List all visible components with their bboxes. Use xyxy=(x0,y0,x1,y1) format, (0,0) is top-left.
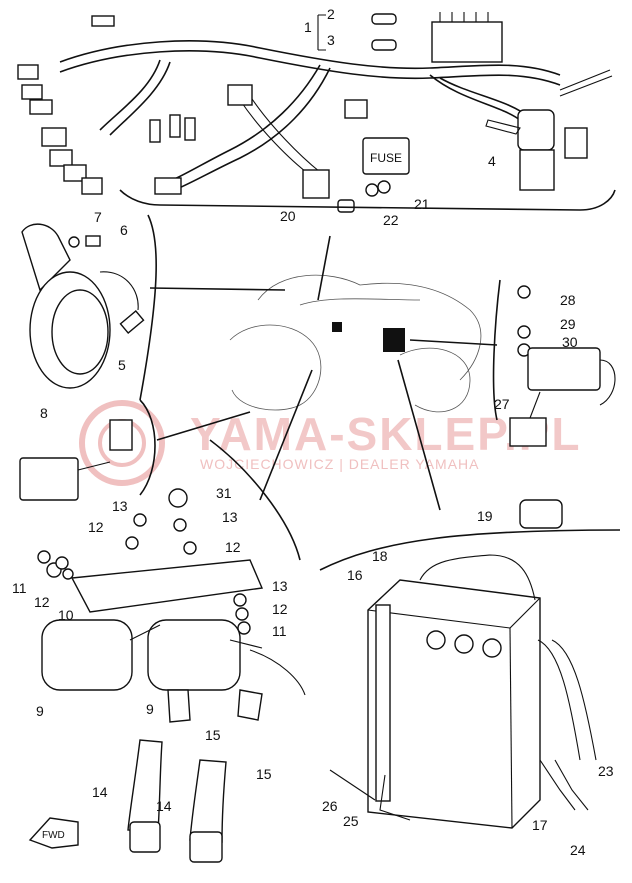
label-12c: 12 xyxy=(34,594,50,610)
label-31: 31 xyxy=(216,485,232,501)
label-10: 10 xyxy=(58,607,74,623)
part-labels: 1 2 3 4 20 22 21 7 6 5 28 29 30 27 8 31 … xyxy=(12,6,614,858)
label-12d: 12 xyxy=(272,601,288,617)
label-15b: 15 xyxy=(256,766,272,782)
harness-location-mark xyxy=(383,328,405,352)
horn xyxy=(21,223,145,389)
label-8: 8 xyxy=(40,405,48,421)
label-13a: 13 xyxy=(112,498,128,514)
label-1: 1 xyxy=(304,19,312,35)
label-7: 7 xyxy=(94,209,102,225)
forward-arrow: FWD xyxy=(28,817,79,849)
relay-part-8 xyxy=(19,419,133,501)
label-30: 30 xyxy=(562,334,578,350)
label-4: 4 xyxy=(488,153,496,169)
ignition-coils xyxy=(37,488,306,863)
label-19: 19 xyxy=(477,508,493,524)
motorcycle-outline xyxy=(229,274,482,413)
callout-lines xyxy=(119,189,621,571)
label-9b: 9 xyxy=(146,701,154,717)
label-21: 21 xyxy=(414,196,430,212)
label-13b: 13 xyxy=(222,509,238,525)
fuse-box-label: FUSE xyxy=(370,151,402,165)
label-17: 17 xyxy=(532,817,548,833)
label-14b: 14 xyxy=(156,798,172,814)
label-22: 22 xyxy=(383,212,399,228)
watermark: YAMA-SKLEP.PL WOJCIECHOWICZ | DEALER YAM… xyxy=(79,400,580,486)
label-11b: 11 xyxy=(272,623,287,639)
label-13c: 13 xyxy=(272,578,288,594)
battery xyxy=(329,499,597,829)
fuse-box: FUSE xyxy=(362,137,410,175)
label-12b: 12 xyxy=(225,539,241,555)
label-25: 25 xyxy=(343,813,359,829)
label-26: 26 xyxy=(322,798,338,814)
label-15a: 15 xyxy=(205,727,221,743)
label-6: 6 xyxy=(120,222,128,238)
label-12a: 12 xyxy=(88,519,104,535)
label-23: 23 xyxy=(598,763,614,779)
wire-harness: FUSE xyxy=(17,12,613,213)
label-16: 16 xyxy=(347,567,363,583)
fwd-label: FWD xyxy=(42,830,65,841)
label-27: 27 xyxy=(494,396,510,412)
label-18: 18 xyxy=(372,548,388,564)
label-3: 3 xyxy=(327,32,335,48)
label-20: 20 xyxy=(280,208,296,224)
label-28: 28 xyxy=(560,292,576,308)
watermark-logo xyxy=(79,400,165,486)
label-24: 24 xyxy=(570,842,586,858)
regulator xyxy=(509,285,616,447)
watermark-subtitle: WOJCIECHOWICZ | DEALER YAMAHA xyxy=(200,456,479,472)
label-29: 29 xyxy=(560,316,576,332)
label-9a: 9 xyxy=(36,703,44,719)
fuse-location-mark xyxy=(332,322,342,332)
label-5: 5 xyxy=(118,357,126,373)
label-14a: 14 xyxy=(92,784,108,800)
label-11a: 11 xyxy=(12,580,27,596)
label-2: 2 xyxy=(327,6,335,22)
